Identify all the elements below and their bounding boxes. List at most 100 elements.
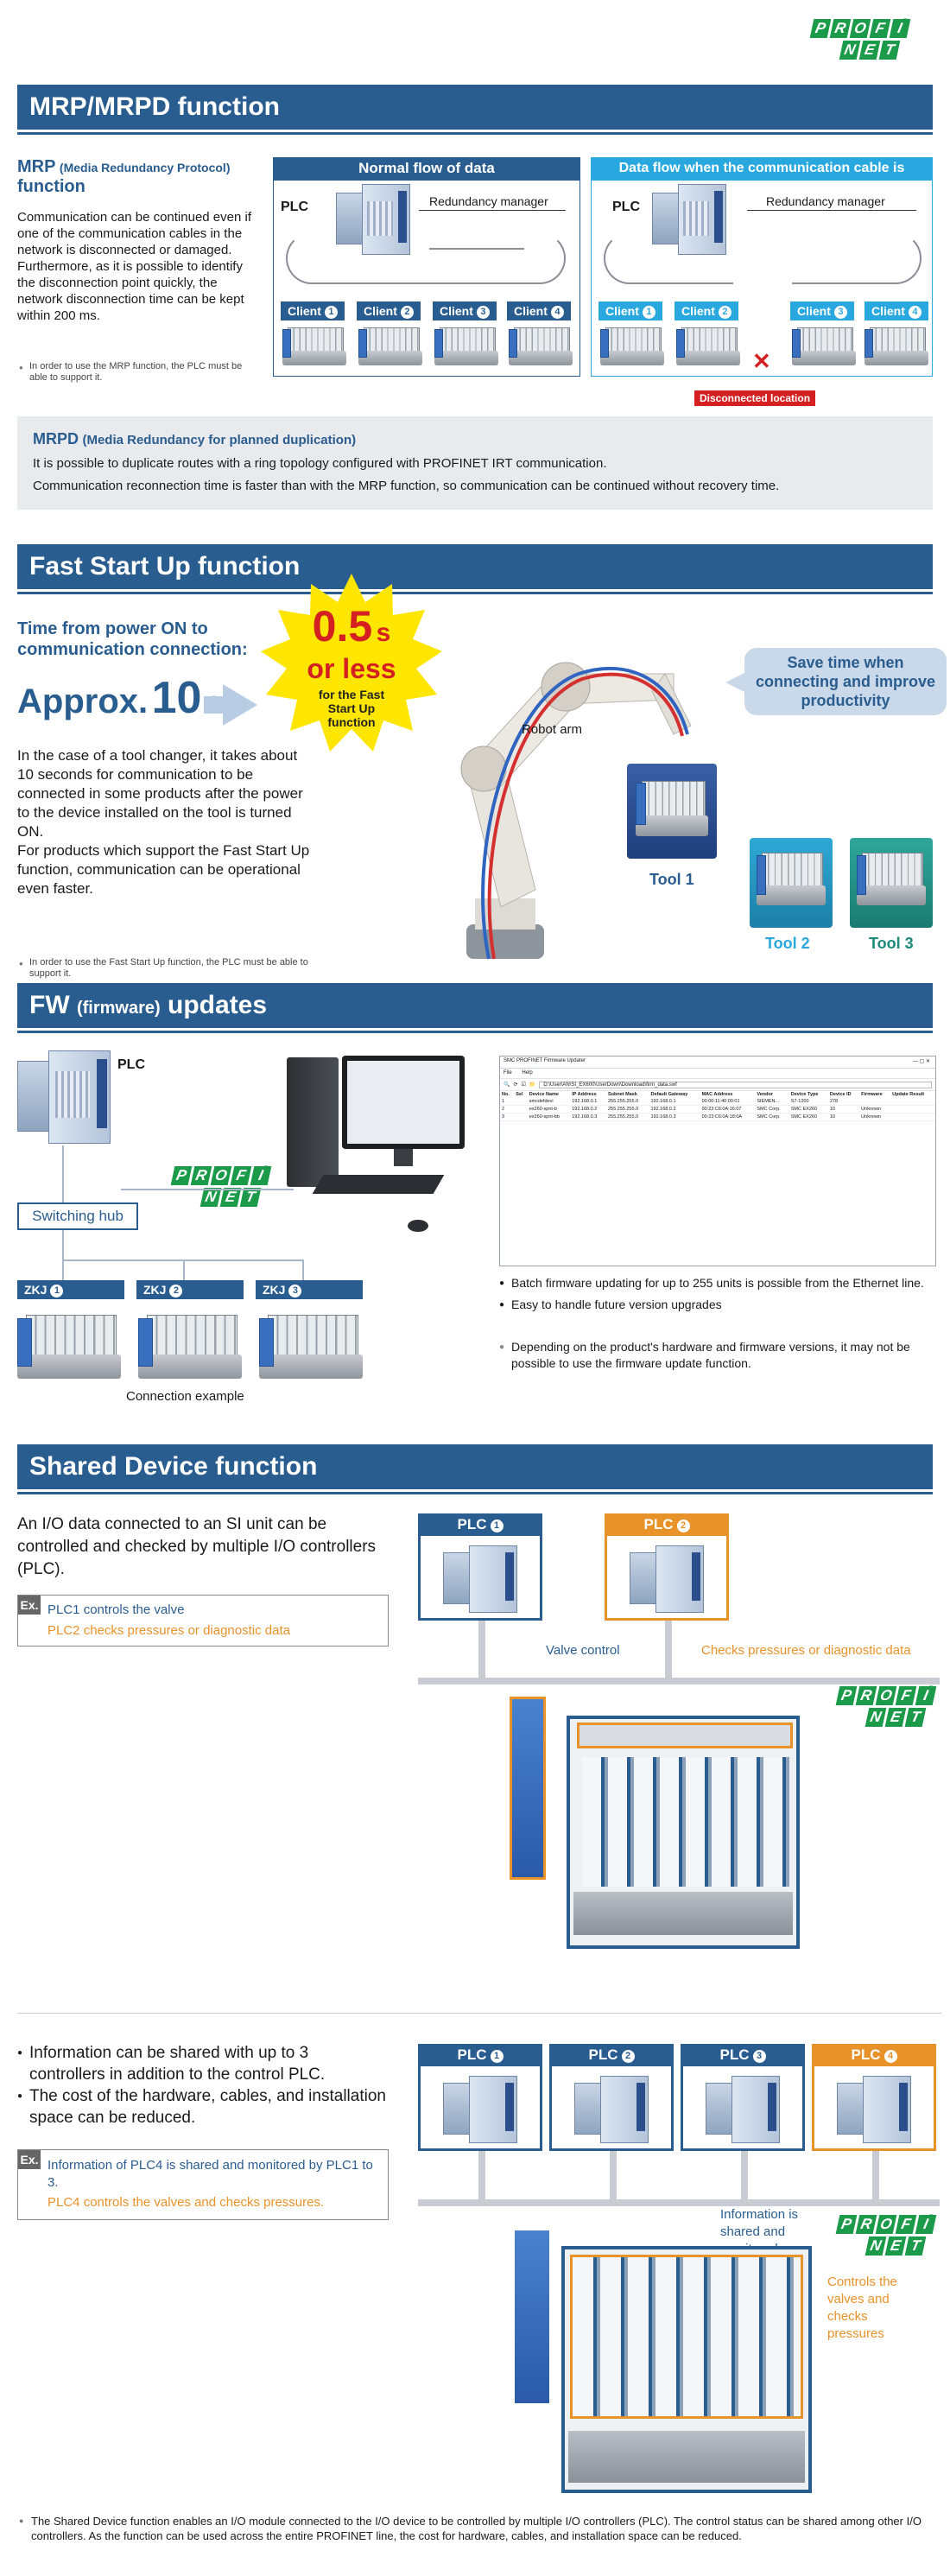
connection-example-label: Connection example: [126, 1389, 244, 1404]
fsu-starburst: 0.5 s or less for the Fast Start Up func…: [261, 574, 442, 755]
logo-letter: N: [864, 1708, 887, 1727]
table-cell: [514, 1114, 527, 1121]
table-header[interactable]: MAC Address: [701, 1092, 733, 1097]
logo-letter: R: [855, 1686, 877, 1705]
fw-bullets: Batch firmware updating for up to 255 un…: [499, 1275, 940, 1318]
pc-tower-icon: [287, 1057, 339, 1187]
zkj-label: ZKJ: [143, 1283, 167, 1297]
disconnect-plc-illustration: [652, 184, 728, 257]
table-cell: 192.168.0.1: [572, 1099, 598, 1104]
logo-reg-mark: ®: [928, 2213, 934, 2223]
table-header[interactable]: Device Type: [790, 1092, 819, 1097]
module-illustration: [434, 324, 498, 365]
table-cell: [859, 1098, 890, 1106]
menu-help[interactable]: Help: [522, 1070, 533, 1075]
fsu-approx-label: Approx.: [17, 682, 149, 720]
tool-1-label: Tool 1: [649, 871, 694, 888]
logo-letter: R: [855, 2215, 877, 2234]
window-menubar: File Help: [500, 1069, 935, 1079]
section-title-mrp: MRP/MRPD function: [17, 85, 933, 135]
disconnect-plc-label: PLC: [612, 200, 640, 214]
burst-unit: s: [376, 619, 391, 647]
table-cell: SIEMEN...: [757, 1099, 780, 1104]
client-number: 4: [550, 306, 564, 319]
table-cell: SMC EX260: [790, 1107, 818, 1112]
table-header[interactable]: Device Name: [529, 1092, 559, 1097]
firmware-path-field[interactable]: D:\User\AN\SI_EX600\UserDown\Download\fi…: [539, 1081, 932, 1088]
zkj-label: ZKJ: [24, 1283, 48, 1297]
logo-letter: P: [809, 19, 832, 38]
table-cell: S7-1200: [790, 1099, 809, 1104]
search-icon[interactable]: 🔍: [504, 1082, 510, 1088]
table-cell: SMC Corp.: [757, 1107, 781, 1112]
client-number: 2: [718, 306, 732, 319]
mrpd-heading-sub: (Media Redundancy for planned duplicatio…: [82, 433, 357, 447]
refresh-icon[interactable]: ⟳: [513, 1082, 518, 1088]
table-header[interactable]: Sel: [516, 1092, 523, 1097]
select-icon[interactable]: ☑: [521, 1082, 526, 1088]
logo-letter: P: [835, 1686, 858, 1705]
table-header[interactable]: Update Result: [892, 1092, 925, 1097]
client-number: 3: [833, 306, 847, 319]
logo-letter: F: [895, 2215, 917, 2234]
table-cell: Unknown: [861, 1114, 882, 1120]
table-header-row: No. Sel Device Name IP Address Subnet Ma…: [500, 1091, 935, 1098]
module-illustration: [509, 324, 573, 365]
logo-letter: R: [829, 19, 852, 38]
window-controls[interactable]: — ▢ ✕: [912, 1059, 930, 1064]
module-illustration: [138, 1310, 242, 1379]
window-titlebar: SMC PROFINET Firmware Updater — ▢ ✕: [500, 1056, 935, 1069]
table-cell: ex260-spnt-bb: [529, 1114, 560, 1120]
logo-letter: F: [895, 1686, 917, 1705]
normal-plc-label: PLC: [281, 200, 308, 214]
plc-number: 2: [621, 2050, 635, 2063]
shared-example-2: Ex. Information of PLC4 is shared and mo…: [17, 2149, 389, 2220]
table-cell: [890, 1106, 935, 1114]
client-label: Client: [514, 304, 548, 318]
firmware-updater-window: SMC PROFINET Firmware Updater — ▢ ✕ File…: [499, 1056, 936, 1266]
table-header[interactable]: Firmware: [861, 1092, 883, 1097]
menu-file[interactable]: File: [504, 1070, 512, 1075]
table-header[interactable]: Default Gateway: [650, 1092, 688, 1097]
table-header[interactable]: Device ID: [829, 1092, 852, 1097]
plc-label: PLC: [588, 2046, 618, 2063]
shared-bullet-1: Information can be shared with up to 3 c…: [17, 2042, 389, 2085]
plc-label: PLC: [719, 2046, 750, 2063]
logo-letter: N: [200, 1188, 222, 1207]
plc-label: PLC: [457, 1516, 487, 1532]
folder-icon[interactable]: 📁: [529, 1082, 536, 1088]
table-header[interactable]: Vendor: [757, 1092, 773, 1097]
table-header[interactable]: IP Address: [572, 1092, 597, 1097]
table-cell: 10: [829, 1114, 835, 1120]
table-header[interactable]: Subnet Mask: [607, 1092, 637, 1097]
table-header[interactable]: No.: [502, 1092, 510, 1097]
robot-arm-illustration: [460, 662, 692, 960]
window-toolbar: 🔍 ⟳ ☑ 📁 D:\User\AN\SI_EX600\UserDown\Dow…: [500, 1079, 935, 1091]
normal-flow-title: Normal flow of data: [273, 157, 580, 180]
profinet-logo-bottom: N E T: [812, 41, 909, 60]
shared-example-1: Ex. PLC1 controls the valve PLC2 checks …: [17, 1595, 389, 1646]
logo-reg-mark: ®: [902, 17, 909, 27]
checks-pressures-label: Checks pressures or diagnostic data: [701, 1643, 911, 1658]
logo-letter: T: [904, 2237, 927, 2256]
client-label: Client: [605, 304, 639, 318]
zkj-label: ZKJ: [263, 1283, 286, 1297]
fsu-approx-value: 10: [151, 673, 202, 723]
logo-letter: P: [835, 2215, 858, 2234]
module-illustration: [792, 324, 856, 365]
disconnect-x-icon: ✕: [752, 348, 771, 374]
client-label: Client: [871, 304, 905, 318]
plc-label: PLC: [457, 2046, 487, 2063]
